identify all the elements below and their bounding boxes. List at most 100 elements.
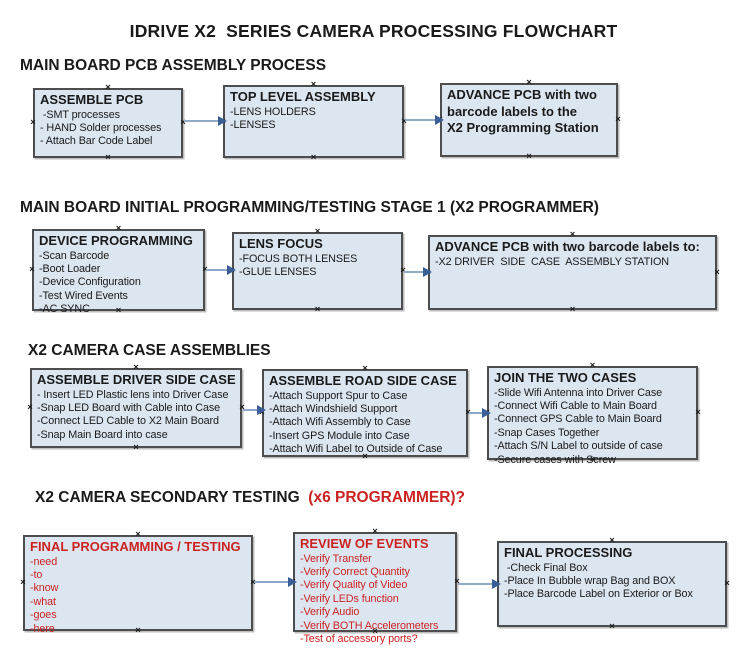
box-item: - Insert LED Plastic lens into Driver Ca…: [37, 388, 229, 401]
arrowhead-icon: [492, 579, 501, 589]
box-title: ADVANCE PCB with two barcode labels to t…: [447, 87, 599, 135]
section-heading: X2 CAMERA SECONDARY TESTING (x6 PROGRAMM…: [35, 489, 465, 507]
box-item: - Attach Bar Code Label: [40, 135, 153, 148]
connector-line: [404, 271, 426, 273]
box-item: -Attach Wifi Label to Outside of Case: [269, 443, 443, 456]
connector-line: [469, 412, 485, 414]
box-item: -Verify Correct Quantity: [300, 565, 410, 578]
connector-arrow: [404, 267, 432, 277]
box-title: JOIN THE TWO CASES: [494, 370, 637, 385]
flow-box: JOIN THE TWO CASES-Slide Wifi Antenna in…: [487, 366, 698, 466]
flow-box: ADVANCE PCB with two barcode labels to:-…: [428, 235, 717, 310]
box-item: -Insert GPS Module into Case: [269, 429, 410, 442]
arrowhead-icon: [435, 115, 444, 125]
box-item: -Device Configuration: [39, 276, 141, 289]
connector-line: [405, 119, 438, 121]
box-item: -here: [30, 622, 55, 635]
box-title: DEVICE PROGRAMMING: [39, 233, 193, 248]
connector-line: [243, 409, 260, 411]
box-item: -X2 DRIVER SIDE CASE ASSEMBLY STATION: [435, 255, 669, 268]
flow-box: ASSEMBLE ROAD SIDE CASE-Attach Support S…: [262, 369, 468, 457]
box-item: -Verify Transfer: [300, 552, 372, 565]
flow-box: ASSEMBLE PCB -SMT processes- HAND Solder…: [33, 88, 183, 158]
box-title: REVIEW OF EVENTS: [300, 536, 429, 551]
section-heading-red-text: (x6 PROGRAMMER)?: [308, 489, 466, 506]
connector-arrow: [469, 408, 491, 418]
box-title: FINAL PROCESSING: [504, 545, 633, 560]
box-item: -Attach S/N Label to outside of case: [494, 440, 663, 453]
flowchart-title: IDRIVE X2 SERIES CAMERA PROCESSING FLOWC…: [129, 21, 618, 41]
box-item: -goes: [30, 609, 57, 622]
connector-arrow: [254, 577, 297, 587]
connector-line: [184, 120, 221, 122]
box-item: -Connect LED Cable to X2 Main Board: [37, 415, 219, 428]
box-item: -Verify LEDs function: [300, 592, 399, 605]
box-item: -Check Final Box: [504, 561, 588, 574]
box-item: -Verify BOTH Accelerometers: [300, 619, 439, 632]
box-item: -Verify Quality of Video: [300, 579, 408, 592]
section-heading-text: MAIN BOARD INITIAL PROGRAMMING/TESTING S…: [20, 199, 599, 216]
box-item: - HAND Solder processes: [40, 121, 162, 134]
flow-box: FINAL PROGRAMMING / TESTING-need-to-know…: [23, 535, 253, 635]
connector-arrow: [206, 265, 236, 275]
arrowhead-icon: [218, 116, 227, 126]
box-title: ASSEMBLE DRIVER SIDE CASE: [37, 372, 236, 387]
connector-arrow: [243, 405, 266, 415]
connector-line: [458, 583, 495, 585]
connector-arrow: [458, 579, 501, 589]
connector-line: [206, 269, 230, 271]
box-item: -Verify Audio: [300, 606, 360, 619]
section-heading-text: X2 CAMERA SECONDARY TESTING: [35, 489, 309, 506]
box-item: -LENSES: [230, 118, 276, 131]
box-title: FINAL PROGRAMMING / TESTING: [30, 539, 241, 554]
box-title: LENS FOCUS: [239, 236, 323, 251]
box-item: -to: [30, 568, 43, 581]
flow-box: ASSEMBLE DRIVER SIDE CASE- Insert LED Pl…: [30, 368, 242, 448]
box-item: -Boot Loader: [39, 262, 101, 275]
box-item: -FOCUS BOTH LENSES: [239, 252, 358, 265]
box-item: -Connect GPS Cable to Main Board: [494, 413, 662, 426]
connector-arrow: [405, 115, 444, 125]
box-item: -Snap Cases Together: [494, 426, 600, 439]
arrowhead-icon: [423, 267, 432, 277]
section-heading: MAIN BOARD PCB ASSEMBLY PROCESS: [20, 57, 326, 75]
box-item: -Secure cases with Screw: [494, 453, 616, 466]
box-item: -Place In Bubble wrap Bag and BOX: [504, 574, 676, 587]
arrowhead-icon: [257, 405, 266, 415]
box-item: -know: [30, 582, 59, 595]
box-item: -Snap LED Board with Cable into Case: [37, 401, 221, 414]
box-item: -AC SYNC: [39, 303, 90, 316]
flow-box: REVIEW OF EVENTS-Verify Transfer-Verify …: [293, 532, 457, 645]
box-item: -SMT processes: [40, 108, 120, 121]
arrowhead-icon: [288, 577, 297, 587]
flow-box: ADVANCE PCB with two barcode labels to t…: [440, 83, 618, 157]
box-item: -Scan Barcode: [39, 249, 110, 262]
box-item: -need: [30, 555, 58, 568]
connector-arrow: [184, 116, 227, 126]
box-item: -GLUE LENSES: [239, 265, 317, 278]
section-heading: MAIN BOARD INITIAL PROGRAMMING/TESTING S…: [20, 199, 599, 217]
arrowhead-icon: [227, 265, 236, 275]
flow-box: LENS FOCUS-FOCUS BOTH LENSES-GLUE LENSES: [232, 232, 403, 310]
section-heading-text: MAIN BOARD PCB ASSEMBLY PROCESS: [20, 57, 327, 74]
box-item: -Attach Windshield Support: [269, 402, 398, 415]
box-item: -Attach Support Spur to Case: [269, 389, 408, 402]
box-item: -LENS HOLDERS: [230, 105, 316, 118]
box-title: TOP LEVEL ASSEMBLY: [230, 89, 376, 104]
flow-box: DEVICE PROGRAMMING-Scan Barcode-Boot Loa…: [32, 229, 205, 315]
connector-line: [254, 581, 291, 583]
box-item: -Test of accessory ports?: [300, 632, 418, 645]
box-title: ASSEMBLE ROAD SIDE CASE: [269, 373, 457, 388]
arrowhead-icon: [482, 408, 491, 418]
section-heading: X2 CAMERA CASE ASSEMBLIES: [28, 342, 271, 360]
box-item: -Snap Main Board into case: [37, 428, 168, 441]
box-item: -Test Wired Events: [39, 289, 128, 302]
box-item: -Attach Wifi Assembly to Case: [269, 416, 411, 429]
box-title: ADVANCE PCB with two barcode labels to:: [435, 239, 700, 254]
box-item: -Slide Wifi Antenna into Driver Case: [494, 386, 663, 399]
box-title: ASSEMBLE PCB: [40, 92, 144, 107]
box-item: -Connect Wifi Cable to Main Board: [494, 399, 657, 412]
section-heading-text: X2 CAMERA CASE ASSEMBLIES: [28, 342, 271, 359]
flow-box: TOP LEVEL ASSEMBLY-LENS HOLDERS-LENSES: [223, 85, 404, 158]
